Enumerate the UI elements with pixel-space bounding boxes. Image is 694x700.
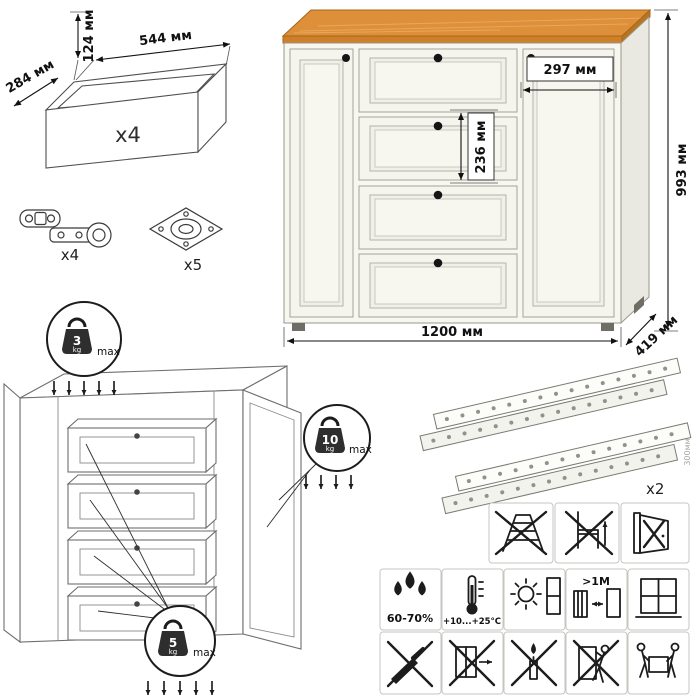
- sunlight-protection-icon: [510, 577, 561, 615]
- commode-side-panel: [620, 15, 650, 325]
- drawer-box-depth-label: 284 мм: [4, 57, 57, 96]
- no-stepstool-icon: [494, 510, 548, 556]
- drawer-knob: [433, 121, 443, 131]
- drawer-box-height-label: 124 мм: [82, 10, 97, 63]
- hinge-count-label: x4: [61, 246, 79, 264]
- humidity-icon: 60-70%: [387, 571, 433, 625]
- right-door: [522, 48, 615, 318]
- svg-text:60-70%: 60-70%: [387, 612, 433, 625]
- drawer-knob: [433, 258, 443, 268]
- load-arrows-top: [51, 381, 117, 395]
- load-arrows-door: [303, 475, 354, 489]
- drawer-height-label: 236 мм: [474, 121, 489, 174]
- care-icons-grid: 60-70% +10...+25°C >1M: [379, 502, 690, 695]
- slides-count-label: x2: [646, 480, 664, 498]
- commode-depth-label: 419 мм: [632, 313, 681, 360]
- load-badge-top: 3 kg max: [46, 301, 122, 377]
- svg-text:kg: kg: [326, 445, 335, 453]
- drawer-front-3: [358, 185, 518, 250]
- drawer-front-4: [358, 253, 518, 318]
- svg-text:max: max: [349, 444, 372, 456]
- drawer-box-count-label: x4: [115, 123, 141, 147]
- svg-text:kg: kg: [169, 648, 178, 656]
- svg-text:max: max: [97, 346, 120, 358]
- foot: [601, 323, 614, 331]
- weight-icon: 5: [169, 636, 177, 650]
- cam-lock-diagram: x5: [148, 207, 224, 274]
- slides-length-label: 300мм: [683, 438, 692, 465]
- load-badge-drawer: 5 kg max: [144, 605, 216, 677]
- no-cutting-icon: [386, 640, 434, 688]
- foot: [292, 323, 305, 331]
- heat-distance-icon: >1M: [573, 575, 621, 618]
- commode-height-label: 993 мм: [675, 144, 690, 197]
- drawer-slides-diagram: x2 300мм: [419, 357, 692, 515]
- no-load-on-open-door-icon: [633, 512, 669, 554]
- sketch-drawer-1: [66, 417, 218, 474]
- ventilation-icon: [635, 578, 682, 618]
- foot: [634, 296, 644, 314]
- sketch-drawer-2: [66, 473, 218, 530]
- load-limit-diagram: 3 kg max 10 kg max 5 kg max: [3, 301, 372, 695]
- left-door: [289, 48, 354, 318]
- no-standing-on-chair-icon: [564, 510, 614, 556]
- door-knob: [342, 54, 350, 62]
- commode-width-label: 1200 мм: [421, 325, 483, 340]
- commode-niche-width-label: 297 мм: [544, 63, 597, 78]
- no-open-flame-icon: [510, 639, 558, 687]
- svg-text:kg: kg: [73, 346, 82, 354]
- cam-lock-count-label: x5: [184, 256, 202, 274]
- weight-icon: 3: [73, 334, 81, 348]
- drawer-knob: [433, 53, 443, 63]
- commode-diagram: 993 мм 1200 мм 419 мм 297 мм 236 мм: [281, 8, 690, 360]
- load-badge-door: 10 kg max: [303, 404, 372, 472]
- svg-text:>1M: >1M: [582, 575, 610, 588]
- svg-text:max: max: [193, 647, 216, 659]
- load-arrows-drawer: [145, 681, 215, 695]
- weight-icon: 10: [322, 433, 339, 447]
- drawer-box-width-label: 544 мм: [138, 28, 192, 49]
- hinge-diagram: x4: [19, 209, 112, 264]
- no-dragging-icon: [448, 639, 496, 687]
- drawer-box-diagram: 124 мм 544 мм 284 мм x4: [4, 10, 231, 169]
- sketch-drawer-3: [66, 529, 218, 586]
- no-leaning-icon: [572, 639, 620, 687]
- svg-text:+10...+25°C: +10...+25°C: [443, 617, 501, 627]
- two-person-carry-icon: [636, 642, 680, 678]
- drawer-knob: [433, 190, 443, 200]
- drawer-front-1: [358, 48, 518, 113]
- temperature-icon: +10...+25°C: [443, 575, 501, 627]
